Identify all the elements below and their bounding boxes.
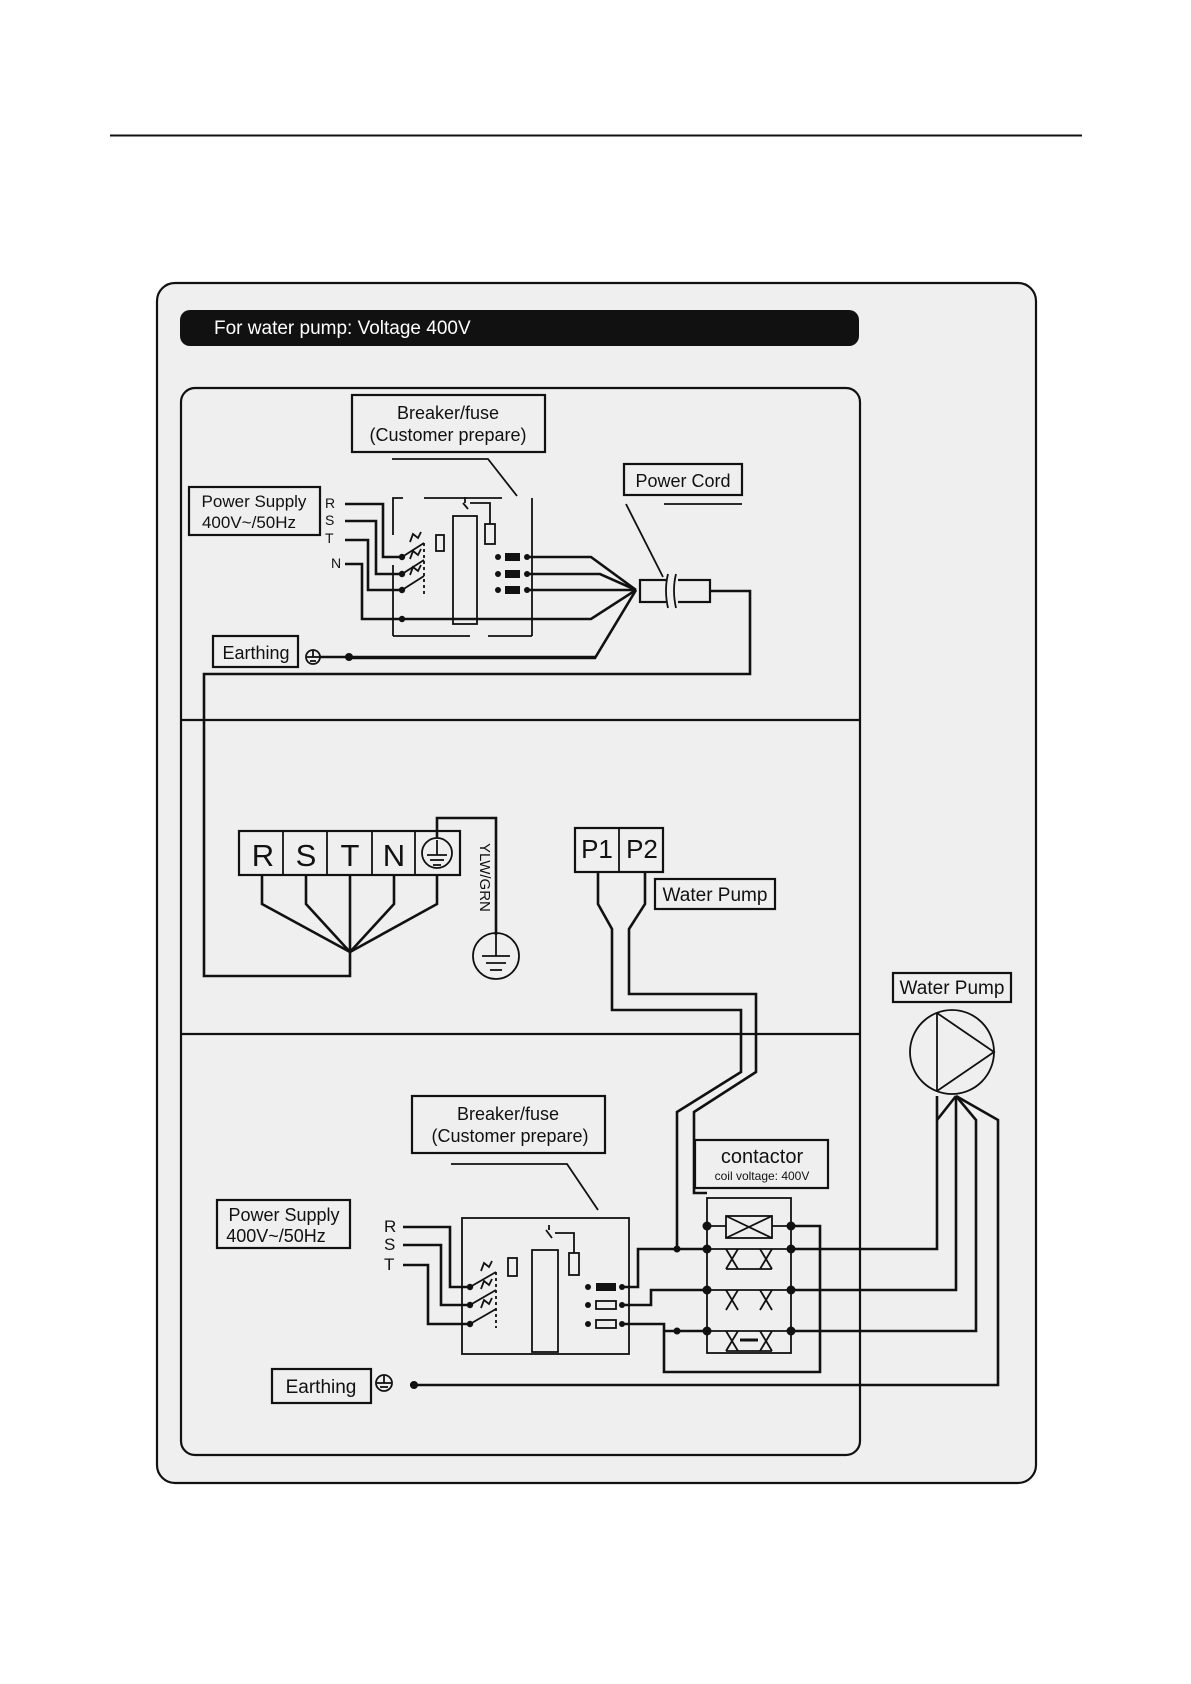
water-pump-label-middle: Water Pump (655, 879, 775, 909)
power-supply-label-bottom: Power Supply 400V~/50Hz (217, 1200, 350, 1248)
terminal-t-bottom: T (384, 1255, 394, 1274)
terminal-p2: P2 (626, 834, 658, 864)
earthing-label-top: Earthing (222, 643, 289, 663)
power-supply-bottom-line1: Power Supply (228, 1205, 339, 1225)
terminal-block: R S T N (239, 831, 460, 875)
breaker-label-top-line1: Breaker/fuse (397, 403, 499, 423)
power-supply-top-line2: 400V~/50Hz (202, 513, 296, 532)
coil-voltage-label: coil voltage: 400V (715, 1169, 810, 1183)
terminal-r-bottom: R (384, 1217, 396, 1236)
water-pump-label-middle-text: Water Pump (663, 885, 768, 906)
terminal-s-top: S (325, 512, 334, 528)
power-cord-label-text: Power Cord (635, 471, 730, 491)
breaker-label-top-line2: (Customer prepare) (369, 425, 526, 445)
inner-panel (181, 388, 860, 1455)
contactor-label: contactor coil voltage: 400V (695, 1140, 828, 1188)
power-supply-bottom-line2: 400V~/50Hz (226, 1226, 326, 1246)
terminal-n-top: N (331, 555, 341, 571)
earthing-label-bottom: Earthing (286, 1377, 357, 1398)
terminal-p1: P1 (581, 834, 613, 864)
breaker-label-bottom-line1: Breaker/fuse (457, 1104, 559, 1124)
power-cord-label: Power Cord (624, 464, 742, 495)
terminal-r: R (252, 838, 274, 873)
terminal-n: N (383, 838, 405, 873)
power-supply-label-top: Power Supply 400V~/50Hz (189, 487, 320, 535)
terminal-r-top: R (325, 495, 335, 511)
water-pump-label-external: Water Pump (900, 978, 1005, 999)
breaker-label-top: Breaker/fuse (Customer prepare) (352, 395, 545, 452)
pump-terminals: P1 P2 (575, 828, 663, 872)
breaker-label-bottom: Breaker/fuse (Customer prepare) (412, 1096, 605, 1153)
terminal-t: T (341, 838, 360, 873)
header-title: For water pump: Voltage 400V (214, 318, 471, 339)
terminal-t-top: T (325, 530, 334, 546)
header-bar: For water pump: Voltage 400V (180, 310, 859, 346)
ground-wire-label: YLW/GRN (476, 843, 493, 912)
contactor-label-text: contactor (721, 1146, 804, 1168)
terminal-s: S (296, 838, 317, 873)
breaker-label-bottom-line2: (Customer prepare) (431, 1126, 588, 1146)
terminal-s-bottom: S (384, 1235, 395, 1254)
power-supply-top-line1: Power Supply (202, 492, 307, 511)
